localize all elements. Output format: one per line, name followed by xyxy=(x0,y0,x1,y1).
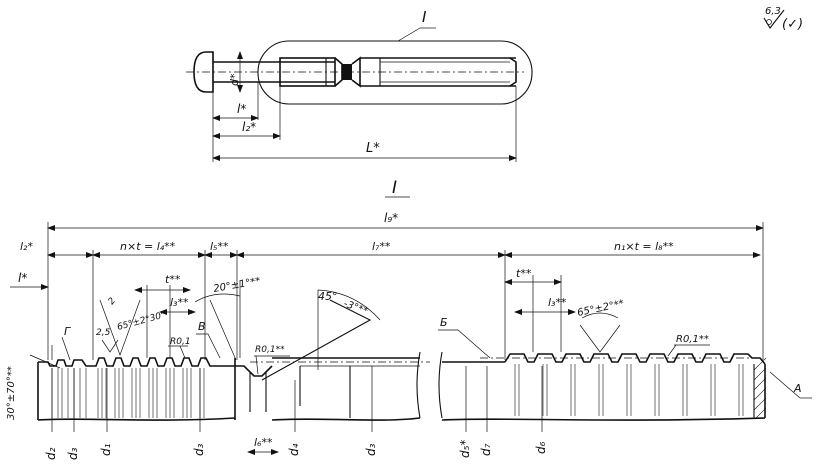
d6-label: d₆ xyxy=(534,441,548,454)
angle-65-left-label: 65°±2°30' xyxy=(116,311,165,333)
l-label: l* xyxy=(18,271,27,285)
roughness-suffix: (✓) xyxy=(782,17,803,32)
mark-v: В xyxy=(198,320,206,333)
l3-left-label: l₃** xyxy=(170,296,189,309)
roughness-symbol: 6,3 (✓) xyxy=(763,6,803,32)
t-right-label: t** xyxy=(516,267,532,280)
thread-right xyxy=(438,351,767,421)
section-detail: I l₉* l₂* n×t = l₄** l₅** l₇** n₁×t = l₈… xyxy=(6,178,812,460)
l9-label: l₉* xyxy=(384,211,398,225)
pin-l-label: l* xyxy=(237,102,246,116)
angle-45-tol-label: -3°** xyxy=(342,298,369,317)
pin-length-label: L* xyxy=(366,141,380,156)
dim-25-label: 2,5 xyxy=(96,328,111,338)
detail-callout-label: I xyxy=(422,8,427,26)
d3a-label: d₃ xyxy=(66,447,80,460)
l3-right-label: l₃** xyxy=(548,296,567,309)
pin-l2-label: l₂* xyxy=(242,120,256,134)
mark-g: Г xyxy=(64,325,71,338)
t-left-label: t** xyxy=(165,273,181,286)
dim-2-label: 2 xyxy=(107,296,119,307)
l2-label: l₂* xyxy=(20,240,33,253)
d7-label: d₇ xyxy=(479,443,493,456)
chamfer-angle-label: 30°±70°** xyxy=(6,366,17,420)
d1-label: d₁ xyxy=(99,443,113,456)
r-right-label: R0,1** xyxy=(676,334,709,345)
pin-top-view: I d* l* l₂* L* xyxy=(186,8,533,162)
r-mid-label: R0,1** xyxy=(255,345,285,355)
roughness-check-icon xyxy=(763,9,785,29)
nt-label: n×t = l₄** xyxy=(120,240,176,253)
mark-b: Б xyxy=(440,316,448,329)
l5-label: l₅** xyxy=(210,240,229,253)
n1t-label: n₁×t = l₈** xyxy=(614,240,674,253)
section-title: I xyxy=(392,178,397,198)
r-left-label: R0,1 xyxy=(170,337,191,347)
l7-label: l₇** xyxy=(372,240,391,253)
d3b-label: d₃ xyxy=(192,443,206,456)
l6-label: l₆** xyxy=(254,436,273,449)
pin-diameter-label: d* xyxy=(228,73,241,86)
roughness-value: 6,3 xyxy=(765,6,781,17)
thread-left xyxy=(37,351,430,421)
d4-label: d₄ xyxy=(287,443,301,456)
mark-a: А xyxy=(793,382,802,395)
d5-label: d₅* xyxy=(458,440,472,458)
angle-45-label: 45° xyxy=(318,290,338,303)
d3c-label: d₃ xyxy=(364,443,378,456)
diameter-labels: d₂ d₃ d₁ d₃ d₄ d₃ d₅* d₇ d₆ xyxy=(44,366,548,460)
angle-65-right-label: 65°±2°** xyxy=(576,298,625,319)
d2-label: d₂ xyxy=(44,447,58,460)
